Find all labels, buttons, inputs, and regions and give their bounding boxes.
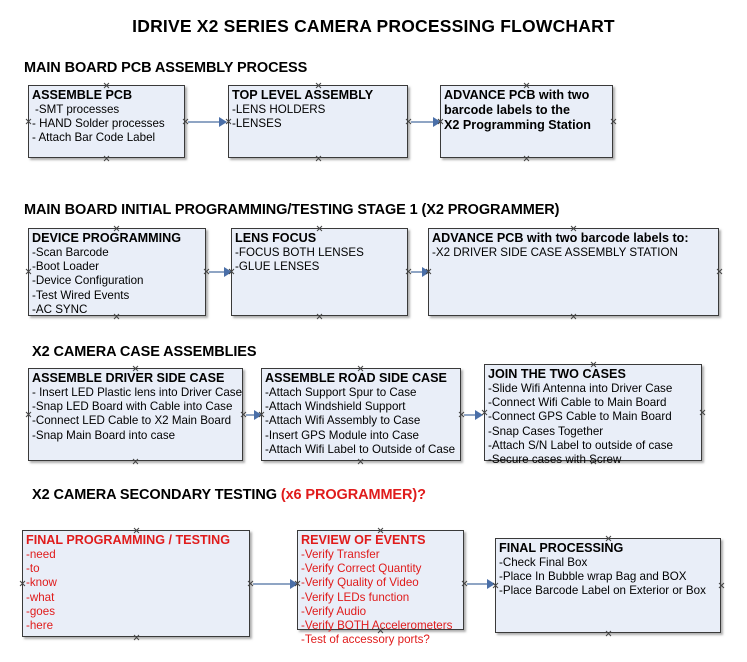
connector-arrowhead — [219, 117, 227, 127]
section-heading-x2-camera-case-assemblies: X2 CAMERA CASE ASSEMBLIES — [32, 344, 257, 360]
page-title: IDRIVE X2 SERIES CAMERA PROCESSING FLOWC… — [132, 16, 615, 36]
section-heading-text: X2 CAMERA CASE ASSEMBLIES — [32, 344, 257, 360]
process-box-advance-pcb-x2-programming-station[interactable]: ADVANCE PCB with two barcode labels to t… — [440, 85, 613, 158]
connector-arrowhead — [290, 579, 298, 589]
connector-arrowhead — [422, 267, 430, 277]
box-line: -know — [26, 576, 57, 590]
box-title: REVIEW OF EVENTS — [301, 533, 426, 547]
section-heading-text: MAIN BOARD INITIAL PROGRAMMING/TESTING S… — [24, 202, 560, 218]
box-line: -Verify Quality of Video — [301, 576, 419, 590]
box-line: -Connect LED Cable to X2 Main Board — [32, 414, 232, 428]
box-title: ASSEMBLE ROAD SIDE CASE — [265, 371, 447, 385]
section-heading-text: MAIN BOARD PCB ASSEMBLY PROCESS — [24, 60, 308, 76]
box-line: -Snap Cases Together — [488, 424, 604, 438]
box-line: - Attach Bar Code Label — [32, 131, 156, 145]
process-box-assemble-road-side-case[interactable]: ASSEMBLE ROAD SIDE CASE -Attach Support … — [261, 368, 461, 461]
process-box-review-of-events[interactable]: REVIEW OF EVENTS -Verify Transfer -Verif… — [297, 530, 464, 646]
box-title: FINAL PROGRAMMING / TESTING — [26, 533, 231, 547]
box-line: -Verify BOTH Accelerometers — [301, 619, 453, 633]
box-line: -Boot Loader — [32, 260, 100, 274]
box-line: -Verify Transfer — [301, 548, 380, 561]
connector-line — [464, 414, 479, 416]
box-line: -Place Barcode Label on Exterior or Box — [499, 584, 706, 598]
box-line: -Snap Main Board into case — [32, 428, 176, 442]
box-line: -Snap LED Board with Cable into Case — [32, 400, 233, 414]
box-line: -Connect Wifi Cable to Main Board — [488, 396, 667, 410]
process-box-lens-focus[interactable]: LENS FOCUS -FOCUS BOTH LENSES -GLUE LENS… — [231, 228, 408, 316]
connector-line — [246, 414, 258, 416]
box-title: DEVICE PROGRAMMING — [32, 231, 182, 245]
connector-line — [188, 121, 222, 123]
box-line: -AC SYNC — [32, 302, 88, 316]
process-box-assemble-driver-side-case[interactable]: ASSEMBLE DRIVER SIDE CASE - Insert LED P… — [28, 368, 243, 461]
box-line: -LENSES — [232, 117, 282, 131]
section-heading-x2-camera-secondary-testing: X2 CAMERA SECONDARY TESTING (x6 PROGRAMM… — [32, 487, 426, 503]
process-box-assemble-pcb[interactable]: ASSEMBLE PCB -SMT processes - HAND Solde… — [28, 85, 185, 158]
box-title: FINAL PROCESSING — [499, 541, 624, 555]
box-line: X2 Programming Station — [444, 118, 591, 132]
box-line: -goes — [26, 604, 56, 618]
box-line: -here — [26, 619, 54, 633]
box-line: -SMT processes — [35, 103, 120, 116]
box-line: -Verify Audio — [301, 604, 367, 618]
box-line: -LENS HOLDERS — [232, 103, 326, 116]
box-line: -Test Wired Events — [32, 288, 130, 302]
connector-arrowhead — [433, 117, 441, 127]
box-line: -Attach Wifi Assembly to Case — [265, 414, 421, 428]
box-line-overflow: -Test of accessory ports? — [301, 633, 430, 647]
process-box-advance-pcb-driver-side-case[interactable]: ADVANCE PCB with two barcode labels to: … — [428, 228, 719, 316]
box-line: -GLUE LENSES — [235, 260, 320, 274]
connector-arrowhead — [487, 579, 495, 589]
box-line: -Verify LEDs function — [301, 590, 410, 604]
box-line: -Insert GPS Module into Case — [265, 428, 420, 442]
box-title: ADVANCE PCB with two barcode labels to: — [432, 231, 689, 245]
box-title: ADVANCE PCB with two — [444, 88, 590, 102]
connector-line — [253, 583, 294, 585]
connector-arrowhead — [475, 410, 483, 420]
box-line: - HAND Solder processes — [32, 117, 165, 131]
box-line: -need — [26, 548, 56, 561]
box-line: -Check Final Box — [499, 556, 588, 569]
box-line: -what — [26, 590, 55, 604]
box-line: -FOCUS BOTH LENSES — [235, 246, 364, 259]
box-title: ASSEMBLE PCB — [32, 88, 133, 102]
process-box-final-programming-testing[interactable]: FINAL PROGRAMMING / TESTING -need -to -k… — [22, 530, 250, 637]
box-line: -Place In Bubble wrap Bag and BOX — [499, 570, 687, 584]
process-box-top-level-assembly[interactable]: TOP LEVEL ASSEMBLY -LENS HOLDERS -LENSES — [228, 85, 408, 158]
box-line: -Slide Wifi Antenna into Driver Case — [488, 382, 673, 395]
box-line: barcode labels to the — [444, 103, 570, 117]
box-line: -to — [26, 562, 40, 576]
box-line: -Attach Windshield Support — [265, 400, 406, 414]
box-line: -Scan Barcode — [32, 246, 109, 259]
box-line: -Secure cases with Screw — [488, 453, 622, 467]
section-heading-main-board-pcb-assembly: MAIN BOARD PCB ASSEMBLY PROCESS — [24, 60, 307, 76]
connector-arrowhead — [254, 410, 262, 420]
process-box-device-programming[interactable]: DEVICE PROGRAMMING -Scan Barcode -Boot L… — [28, 228, 206, 316]
connector-arrowhead — [224, 267, 232, 277]
connector-line — [467, 583, 491, 585]
process-box-final-processing[interactable]: FINAL PROCESSING -Check Final Box -Place… — [495, 538, 721, 633]
box-line: -Attach Support Spur to Case — [265, 386, 417, 399]
box-line: -Verify Correct Quantity — [301, 562, 422, 576]
connector-line — [411, 121, 437, 123]
section-heading-main-board-initial-programming: MAIN BOARD INITIAL PROGRAMMING/TESTING S… — [24, 202, 560, 218]
process-box-join-the-two-cases[interactable]: JOIN THE TWO CASES -Slide Wifi Antenna i… — [484, 364, 702, 466]
section-heading-accent: (x6 PROGRAMMER)? — [280, 487, 426, 503]
box-title: TOP LEVEL ASSEMBLY — [232, 88, 374, 102]
box-line: -Connect GPS Cable to Main Board — [488, 410, 672, 424]
box-line: - Insert LED Plastic lens into Driver Ca… — [32, 386, 243, 399]
box-line: -X2 DRIVER SIDE CASE ASSEMBLY STATION — [432, 246, 678, 259]
connector-line — [209, 271, 227, 273]
box-line: -Attach S/N Label to outside of case — [488, 438, 673, 452]
box-title: JOIN THE TWO CASES — [488, 367, 626, 381]
box-line: -Attach Wifi Label to Outside of Case — [265, 442, 456, 456]
section-heading-text: X2 CAMERA SECONDARY TESTING — [32, 487, 281, 503]
connector-line — [411, 271, 426, 273]
box-line: -Device Configuration — [32, 274, 144, 288]
box-title: ASSEMBLE DRIVER SIDE CASE — [32, 371, 225, 385]
box-title: LENS FOCUS — [235, 231, 317, 245]
